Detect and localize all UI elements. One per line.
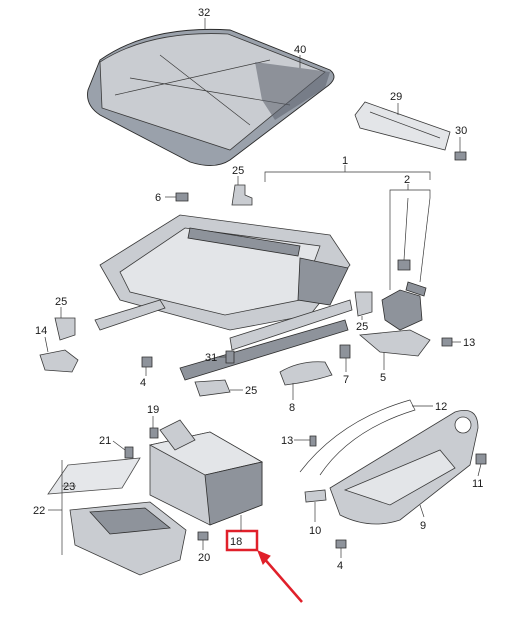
handle-8 [279,361,333,386]
bracket-1 [264,171,431,182]
clip-25-left [54,317,76,341]
screw-31 [225,350,235,364]
label-22: 22 [33,505,45,517]
clip-4-left [141,356,153,368]
screw-13-top [441,337,453,347]
label-1: 1 [342,155,348,167]
seat-frame [94,214,353,381]
screw-11 [475,453,487,465]
leader-2c [419,197,431,283]
label-23: 23 [63,481,75,493]
label-10: 10 [309,525,321,537]
screw-19 [149,427,159,439]
screw-13-bottom [309,435,317,447]
nut-2 [397,259,411,271]
label-21: 21 [99,435,111,447]
label-25-bottom: 25 [245,385,257,397]
label-29: 29 [390,91,402,103]
clip-10 [304,489,327,503]
cover-14 [39,349,79,373]
screw-6 [175,192,189,202]
clip-25-bottom [194,379,231,397]
label-13-top: 13 [463,337,475,349]
label-11: 11 [472,478,483,490]
highlight-box [225,529,259,552]
leader-11 [477,463,482,477]
label-12: 12 [435,401,447,413]
leader-21 [112,440,126,451]
cable-12 [299,399,416,476]
label-13-bottom: 13 [281,435,293,447]
label-20: 20 [198,552,210,564]
screw-21 [124,446,134,459]
label-32: 32 [198,7,210,19]
label-14: 14 [35,325,47,337]
label-7: 7 [343,374,349,386]
box-18 [148,419,264,526]
label-4-left: 4 [140,377,146,389]
label-5: 5 [380,372,386,384]
label-6: 6 [155,192,161,204]
label-8: 8 [289,402,295,414]
label-18: 18 [230,536,242,548]
clip-25-right [354,291,373,317]
highlight-arrow-head [257,550,271,565]
bracket-2 [389,189,431,198]
drawer-22 [47,457,187,576]
lever-5 [359,329,431,357]
label-30: 30 [455,125,467,137]
clip-20 [197,531,209,541]
leader-9 [419,504,425,518]
clip-25-top [231,184,253,206]
screw-2 [405,281,427,297]
label-25-top: 25 [232,165,244,177]
clip-4-right [335,539,347,549]
seat-cushion [87,28,335,166]
highlight-arrow-shaft [261,555,303,603]
label-25-left: 25 [55,296,67,308]
label-19: 19 [147,404,159,416]
label-25-right: 25 [356,321,368,333]
label-9: 9 [420,520,426,532]
label-4-right: 4 [337,560,343,572]
rail-29 [354,101,467,161]
leader-14 [44,336,49,353]
bracket-2-part [381,289,423,331]
leader-2b [403,197,409,261]
label-31: 31 [205,352,217,364]
label-2: 2 [404,174,410,186]
label-40: 40 [294,44,306,56]
clip-7 [339,344,351,359]
trim-9 [329,409,479,525]
